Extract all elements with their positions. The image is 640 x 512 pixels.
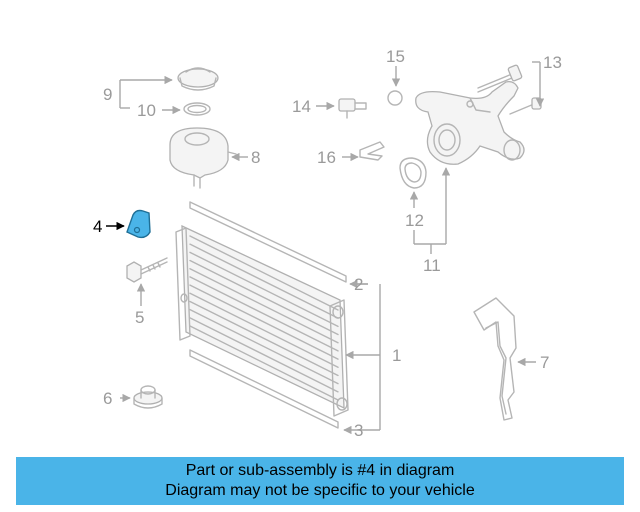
temperature-sensor-part[interactable] <box>338 98 367 119</box>
banner-disclaimer-text: Diagram may not be specific to your vehi… <box>165 482 475 499</box>
bracket-part-4[interactable] <box>126 209 151 239</box>
radiator-fin-line <box>189 317 339 393</box>
radiator-fin-line <box>189 300 339 377</box>
flange-gasket-part[interactable] <box>399 157 427 189</box>
callout-14: 14 <box>292 97 311 116</box>
callout-9: 9 <box>103 85 112 104</box>
radiator-part[interactable] <box>175 224 349 417</box>
radiator-fin-line <box>189 259 339 336</box>
callout-16: 16 <box>317 148 336 167</box>
callout-2: 2 <box>354 275 363 294</box>
callout-7: 7 <box>540 353 549 372</box>
callout-5: 5 <box>135 308 144 327</box>
callout-3: 3 <box>354 421 363 440</box>
radiator-fin-line <box>189 268 339 344</box>
radiator-fin-line <box>189 276 339 352</box>
callout-15: 15 <box>386 47 405 66</box>
cap-seal-part[interactable] <box>183 102 211 116</box>
callout-13: 13 <box>543 53 562 72</box>
reservoir-cap-part[interactable] <box>177 67 219 91</box>
callout-labels: 9 10 8 4 5 6 14 15 16 12 11 13 2 1 3 7 <box>93 47 562 440</box>
callout-10: 10 <box>137 101 156 120</box>
coolant-flange-part[interactable] <box>415 80 525 165</box>
info-banner: Part or sub-assembly is #4 in diagram Di… <box>16 457 624 505</box>
radiator-fin-line <box>189 292 339 368</box>
callout-6: 6 <box>103 389 112 408</box>
radiator-fin-line <box>189 284 339 360</box>
radiator-fin-line <box>189 243 339 319</box>
flange-bolts-part[interactable] <box>477 64 542 115</box>
expansion-tank-part[interactable] <box>169 127 237 189</box>
radiator-fin-line <box>189 251 339 328</box>
callout-12: 12 <box>405 211 424 230</box>
air-duct-part[interactable] <box>473 297 517 421</box>
callout-11: 11 <box>423 256 441 275</box>
radiator-fin-line <box>189 235 339 311</box>
callout-4: 4 <box>93 217 102 236</box>
mounting-bolt-part[interactable] <box>126 257 168 283</box>
lower-seal-strip-part[interactable] <box>189 349 339 429</box>
upper-seal-strip-part[interactable] <box>189 201 347 283</box>
retaining-clip-part[interactable] <box>359 141 385 161</box>
o-ring-part[interactable] <box>387 90 403 106</box>
banner-part-text: Part or sub-assembly is #4 in diagram <box>185 462 455 479</box>
radiator-fin-line <box>189 308 339 385</box>
rubber-mount-part[interactable] <box>133 385 163 409</box>
leader-lines <box>106 61 545 435</box>
radiator-fin-line <box>189 325 339 401</box>
callout-8: 8 <box>251 148 260 167</box>
callout-1: 1 <box>392 346 401 365</box>
